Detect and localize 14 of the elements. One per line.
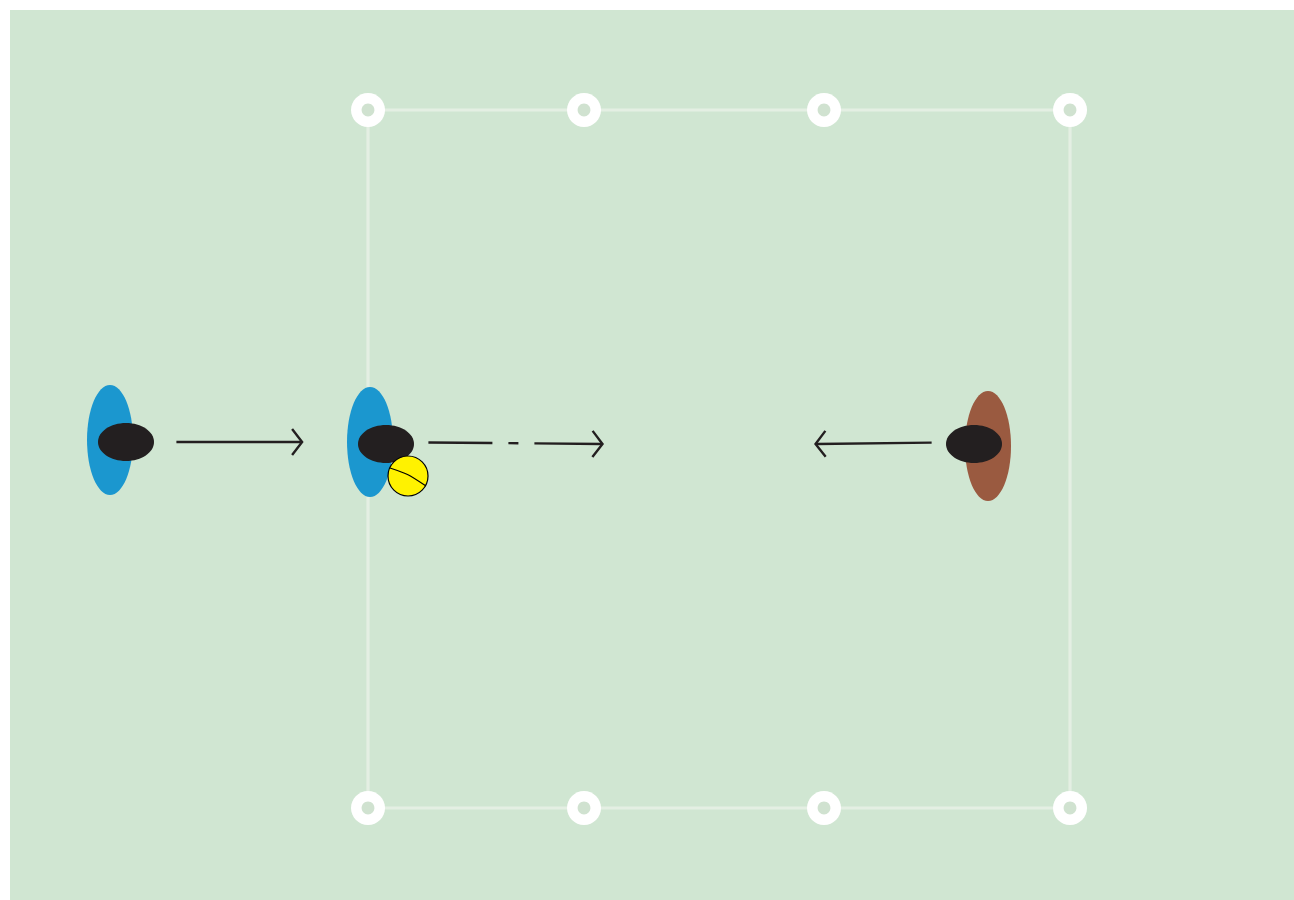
player-icon xyxy=(946,391,1011,501)
cone-marker xyxy=(567,791,601,825)
arrow xyxy=(176,428,304,456)
player-icon xyxy=(87,385,154,495)
arrow xyxy=(428,430,604,458)
cone-marker xyxy=(1053,791,1087,825)
cone-marker xyxy=(351,93,385,127)
cone-marker xyxy=(567,93,601,127)
ball-icon xyxy=(387,455,429,497)
cone-marker xyxy=(807,791,841,825)
cone-marker xyxy=(351,791,385,825)
cone-marker xyxy=(807,93,841,127)
arrow xyxy=(814,430,932,458)
cone-marker xyxy=(1053,93,1087,127)
